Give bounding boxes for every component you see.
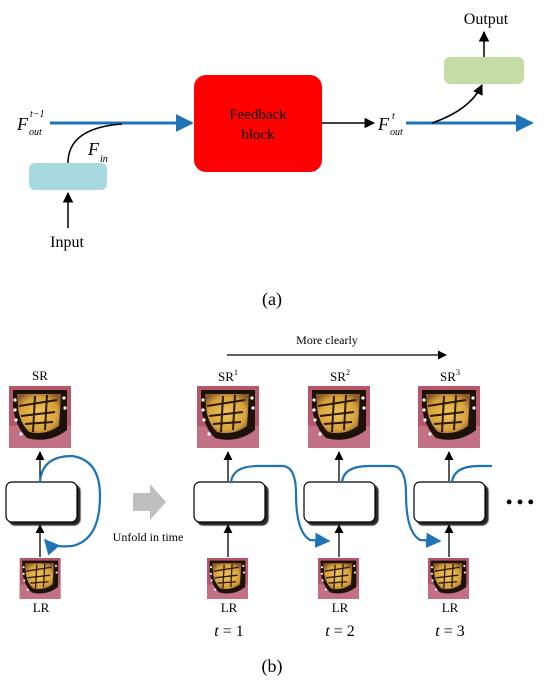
output-block (444, 57, 524, 84)
network-block-3 (413, 481, 486, 523)
svg-text:out: out (29, 127, 42, 138)
caption-b: (b) (262, 656, 283, 677)
continuation-ellipsis: • • • (506, 492, 534, 512)
sr-image-3 (417, 385, 481, 449)
lr-image-1 (206, 557, 249, 600)
folded-sr-image (8, 385, 72, 449)
unfold-arrow-icon (133, 484, 166, 520)
network-block-1 (193, 481, 266, 523)
panel-b: More clearly SR LR Unfold in time SR1 LR… (5, 333, 534, 677)
caption-a: (a) (262, 289, 282, 310)
svg-text:t−1: t−1 (30, 109, 45, 120)
folded-network: SR LR (5, 368, 102, 615)
unfolded-step-3: SR3 LR t = 3 (413, 368, 486, 640)
unfolded-step-1: SR1 LR t = 1 (193, 368, 266, 640)
folded-sr-label: SR (32, 368, 48, 383)
timestep-label-2: t = 2 (325, 623, 354, 640)
sr-label-3: SR3 (440, 368, 460, 384)
timestep-label-1: t = 1 (214, 623, 243, 640)
more-clearly-label: More clearly (296, 333, 358, 347)
svg-text:F: F (377, 114, 390, 134)
sr-image-2 (307, 385, 371, 449)
folded-network-block (5, 481, 78, 523)
state-transfer-arrow-2 (340, 464, 442, 548)
sr-image-1 (196, 385, 260, 449)
lr-label-1: LR (221, 600, 238, 615)
sr-label-2: SR2 (330, 368, 350, 384)
input-curve (67, 123, 123, 164)
feedback-block-label-line2: block (241, 127, 275, 143)
lr-label-2: LR (332, 600, 349, 615)
state-transfer-arrow-3 (450, 464, 492, 483)
input-label: Input (50, 234, 84, 251)
feedback-block (194, 75, 322, 172)
unfolded-step-2: SR2 LR t = 2 (303, 368, 376, 640)
f-in-symbol: F in (87, 139, 108, 165)
svg-text:out: out (390, 127, 403, 138)
svg-text:F: F (87, 139, 100, 159)
sr-label-1: SR1 (218, 368, 238, 384)
folded-lr-label: LR (33, 600, 50, 615)
panel-a: Feedback block Output Input F t−1 out F … (16, 11, 534, 310)
lr-label-3: LR (442, 600, 459, 615)
f-prev-symbol: F t−1 out (16, 109, 45, 138)
output-curve-arrow (431, 84, 483, 124)
f-out-symbol: F t out (377, 111, 403, 138)
output-label: Output (464, 11, 509, 28)
network-block-2 (303, 481, 376, 523)
feedback-block-label-line1: Feedback (229, 107, 287, 123)
unfold-in-time-label: Unfold in time (113, 530, 184, 544)
svg-text:in: in (100, 154, 108, 165)
svg-text:t: t (392, 111, 395, 122)
lr-image-3 (427, 557, 470, 600)
svg-text:F: F (16, 114, 29, 134)
timestep-label-3: t = 3 (435, 623, 464, 640)
lr-image-2 (317, 557, 360, 600)
input-block (29, 163, 107, 190)
state-transfer-arrow-1 (229, 464, 331, 548)
folded-lr-image (19, 557, 62, 600)
recurrent-loop-arrow (38, 454, 102, 556)
